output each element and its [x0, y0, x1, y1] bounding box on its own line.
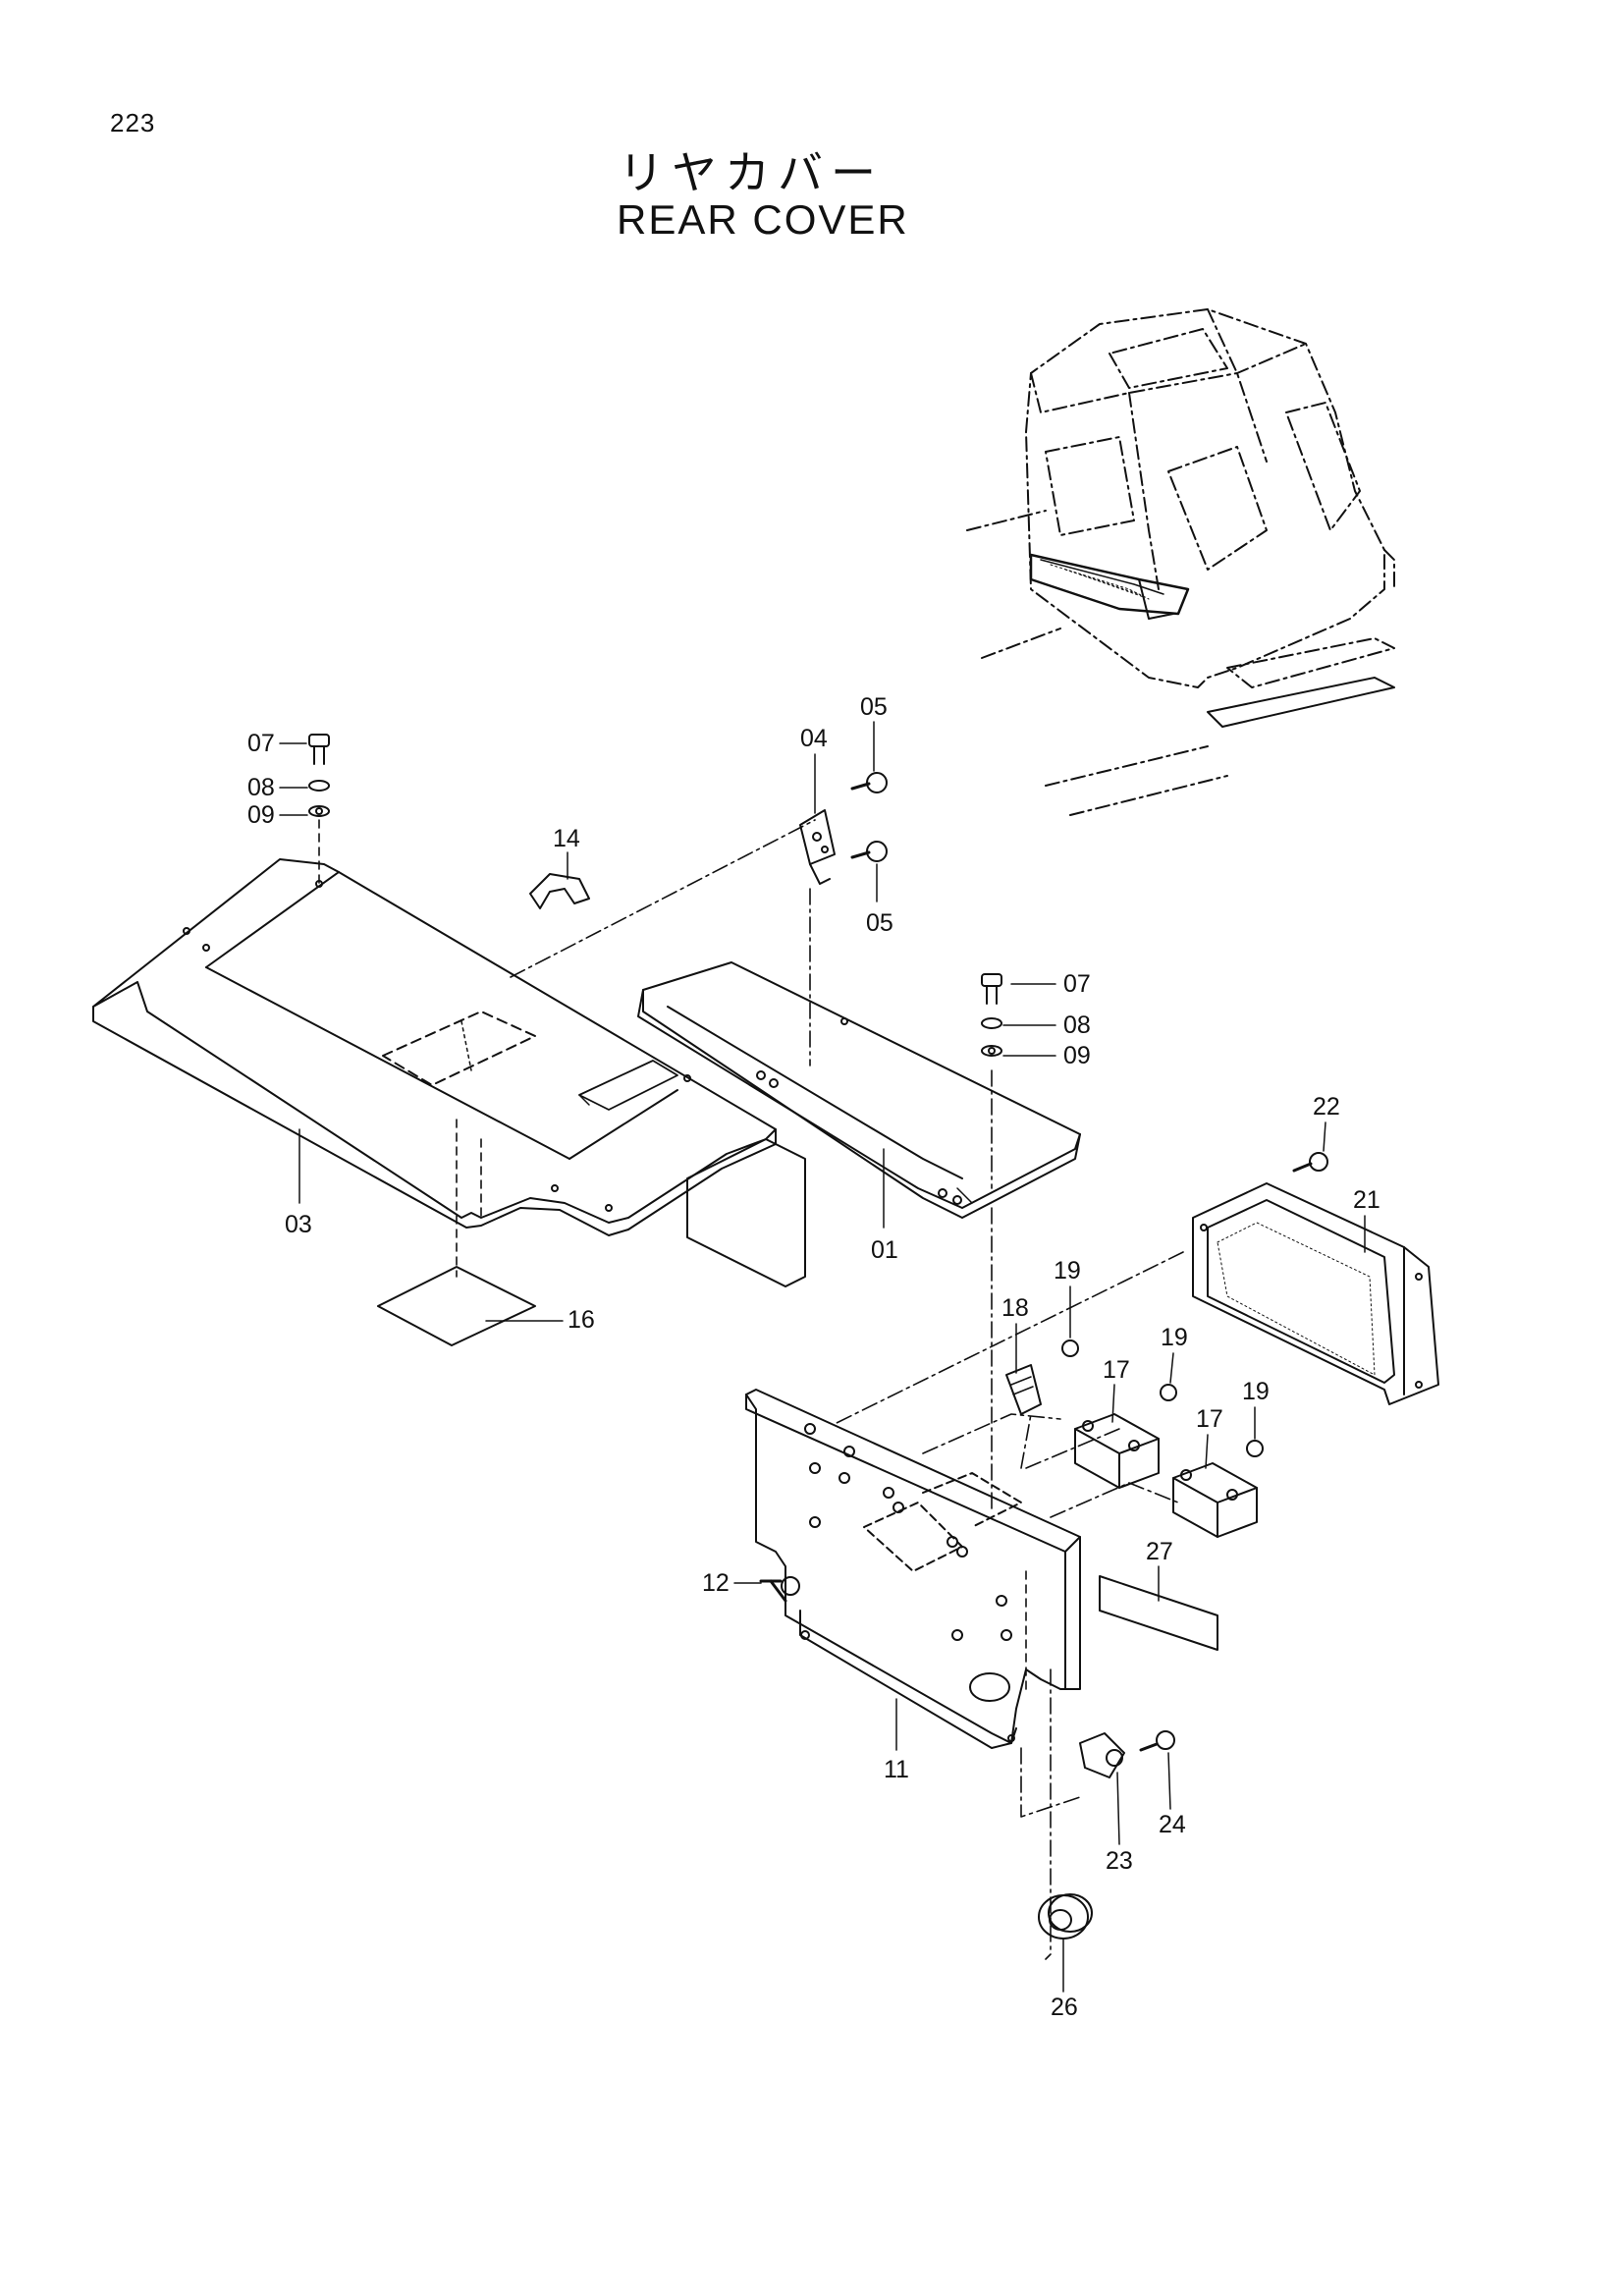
machine-cab-illustration — [966, 308, 1395, 816]
callout-17-a: 17 — [1103, 1356, 1130, 1384]
bolt-stack-left — [308, 734, 330, 817]
callout-19-c: 19 — [1242, 1378, 1270, 1405]
callout-05-upper: 05 — [860, 693, 888, 721]
callout-14: 14 — [553, 825, 580, 852]
part-04-latch — [799, 809, 836, 885]
part-11-panel — [745, 1389, 1081, 1749]
title-english: REAR COVER — [617, 196, 909, 243]
callout-09-top-left: 09 — [247, 801, 275, 829]
callout-19-b: 19 — [1161, 1324, 1188, 1351]
callout-04: 04 — [800, 725, 828, 752]
callout-21: 21 — [1353, 1186, 1380, 1214]
part-24-bolt — [1139, 1730, 1175, 1752]
callout-16: 16 — [568, 1306, 595, 1334]
part-14-handle — [529, 873, 590, 909]
part-26-grommet — [1038, 1893, 1093, 1940]
callout-18: 18 — [1001, 1294, 1029, 1322]
callout-12: 12 — [702, 1569, 730, 1597]
callout-03: 03 — [285, 1211, 312, 1238]
part-19-bolts — [1061, 1339, 1264, 1457]
callout-27: 27 — [1146, 1538, 1173, 1565]
part-05-bolts — [850, 772, 888, 862]
callout-22: 22 — [1313, 1093, 1340, 1121]
part-21-filter-box — [1192, 1182, 1439, 1405]
title-japanese: リヤカバー — [619, 146, 884, 199]
callout-11: 11 — [884, 1756, 909, 1783]
leader-lines — [279, 721, 1366, 1993]
assembly-lines — [510, 819, 1184, 1960]
part-23-clamp — [1079, 1732, 1125, 1778]
callout-07-top-left: 07 — [247, 730, 275, 757]
part-16-sheet — [377, 1266, 536, 1346]
part-17-switch-a — [1074, 1413, 1160, 1489]
callout-01: 01 — [871, 1236, 898, 1264]
callout-08-right: 08 — [1063, 1011, 1091, 1039]
part-27-label — [1099, 1575, 1218, 1651]
callout-19-a: 19 — [1054, 1257, 1081, 1285]
callout-17-b: 17 — [1196, 1405, 1223, 1433]
callout-08-top-left: 08 — [247, 774, 275, 801]
callout-24: 24 — [1159, 1811, 1186, 1838]
callout-labels: 07 08 09 14 04 05 05 07 08 09 03 01 16 2… — [247, 693, 1380, 2021]
bolt-stack-right — [981, 973, 1002, 1057]
part-18-connector — [1005, 1364, 1042, 1415]
part-12-bolt — [759, 1576, 800, 1603]
hidden-lines — [318, 819, 1027, 1690]
callout-05-lower: 05 — [866, 909, 893, 937]
part-17-switch-b — [1172, 1462, 1258, 1538]
part-01-bracket — [637, 961, 1081, 1219]
part-22-bolt — [1292, 1152, 1328, 1173]
callout-23: 23 — [1106, 1847, 1133, 1875]
callout-07-right: 07 — [1063, 970, 1091, 998]
callout-09-right: 09 — [1063, 1042, 1091, 1069]
part-03-floor-cover — [92, 858, 806, 1287]
callout-26: 26 — [1051, 1994, 1078, 2021]
page-number: 223 — [110, 108, 156, 137]
